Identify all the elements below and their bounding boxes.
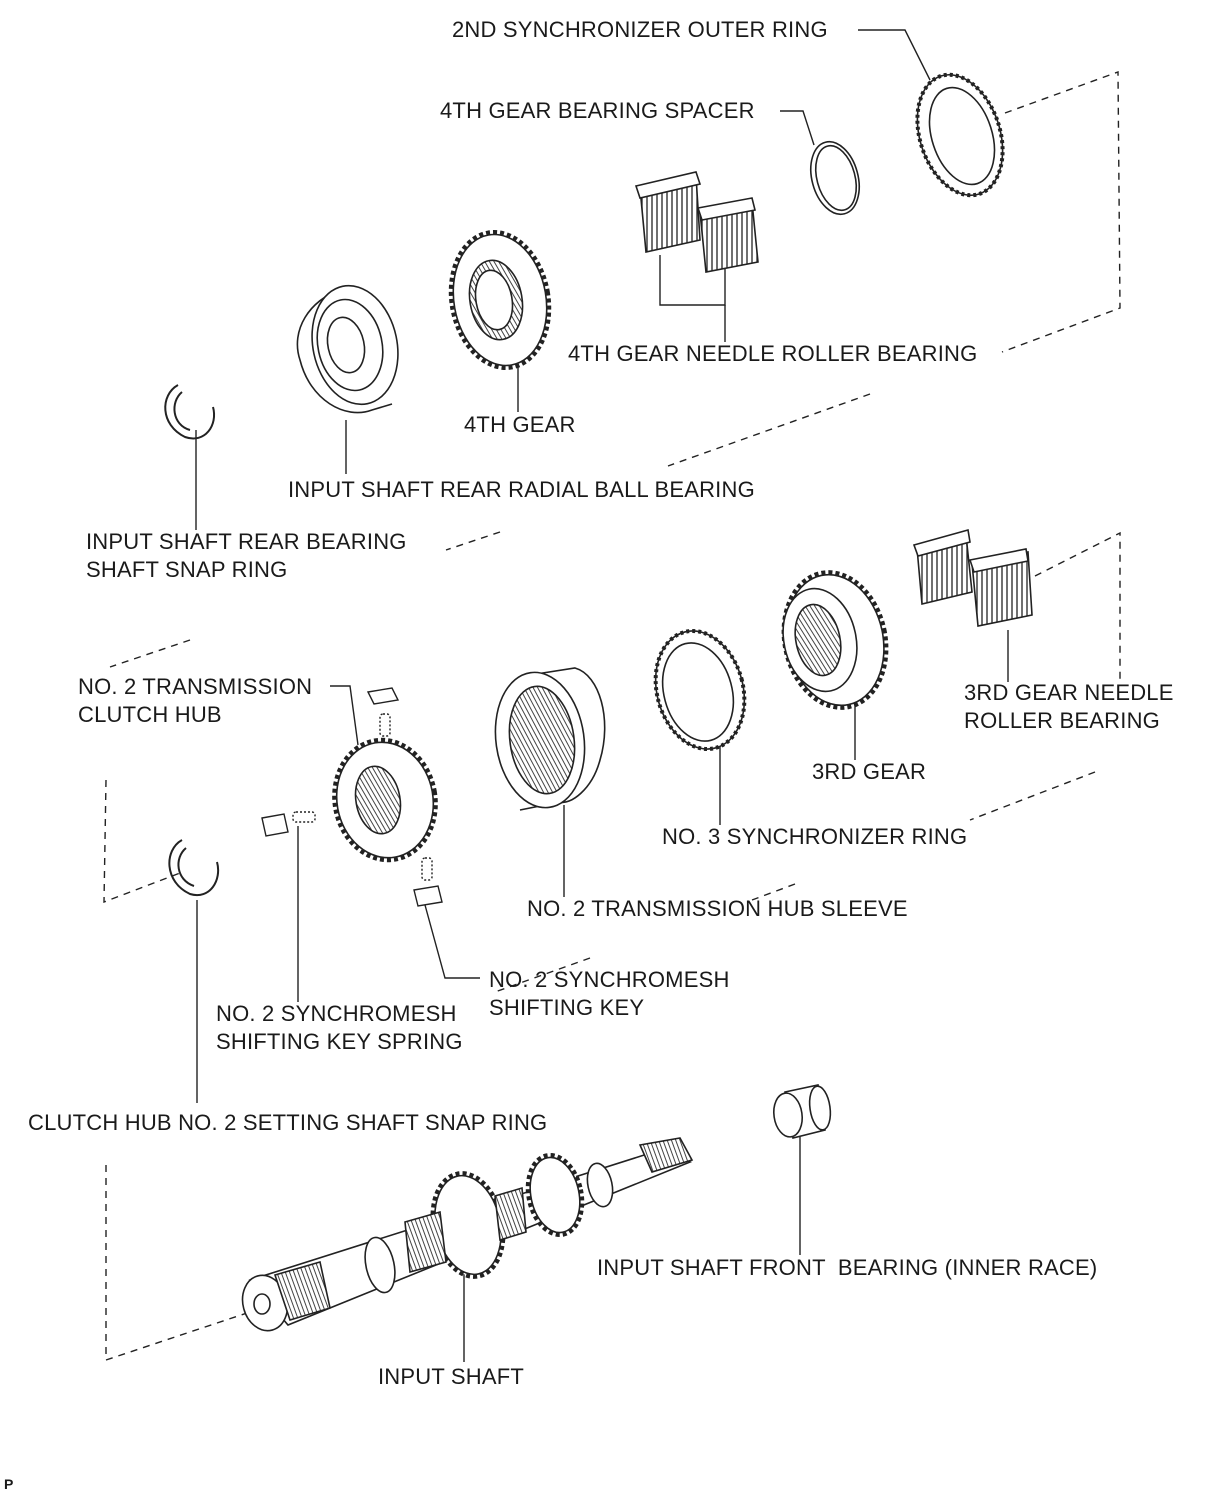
label-shifting-key-line2: SHIFTING KEY bbox=[489, 995, 645, 1020]
label-rear-bearing-snap-ring-line1: INPUT SHAFT REAR BEARING bbox=[86, 529, 407, 554]
label-key-spring-line1: NO. 2 SYNCHROMESH bbox=[216, 1001, 457, 1026]
no2-synchromesh-shifting-key-springs bbox=[292, 713, 433, 881]
third-gear-needle-roller-bearing bbox=[912, 528, 1033, 627]
input-shaft-rear-radial-ball-bearing bbox=[296, 284, 399, 414]
fourth-gear-needle-roller-bearing bbox=[634, 171, 759, 273]
rear-bearing-snap-ring bbox=[164, 384, 216, 440]
label-4th-gear-needle-roller-bearing: 4TH GEAR NEEDLE ROLLER BEARING bbox=[568, 341, 978, 366]
no2-synchromesh-shifting-keys bbox=[261, 687, 443, 907]
label-front-bearing-inner-race: INPUT SHAFT FRONT BEARING (INNER RACE) bbox=[597, 1255, 1098, 1280]
label-clutch-hub-line1: NO. 2 TRANSMISSION bbox=[78, 674, 313, 699]
label-clutch-hub-line2: CLUTCH HUB bbox=[78, 702, 222, 727]
label-rear-bearing-snap-ring-line2: SHAFT SNAP RING bbox=[86, 557, 288, 582]
leader-lines bbox=[195, 29, 1009, 1362]
label-3rd-gear-needle-line1: 3RD GEAR NEEDLE bbox=[964, 680, 1174, 705]
no2-transmission-clutch-hub bbox=[332, 737, 438, 863]
no2-transmission-hub-sleeve bbox=[494, 667, 606, 811]
second-sync-outer-ring bbox=[915, 72, 1005, 198]
third-gear bbox=[781, 570, 889, 710]
label-shifting-key-line1: NO. 2 SYNCHROMESH bbox=[489, 967, 730, 992]
footer-mark: P bbox=[4, 1476, 14, 1492]
label-input-shaft-rear-radial-ball-bearing: INPUT SHAFT REAR RADIAL BALL BEARING bbox=[288, 477, 755, 502]
clutch-hub-setting-snap-ring bbox=[168, 839, 220, 897]
label-input-shaft: INPUT SHAFT bbox=[378, 1364, 525, 1389]
input-shaft bbox=[241, 1137, 694, 1332]
assembly-axis-lines bbox=[103, 71, 1121, 1361]
input-shaft-front-bearing-inner-race bbox=[773, 1084, 832, 1139]
label-4th-gear-bearing-spacer: 4TH GEAR BEARING SPACER bbox=[440, 98, 755, 123]
label-no2-transmission-hub-sleeve: NO. 2 TRANSMISSION HUB SLEEVE bbox=[527, 896, 908, 921]
fourth-gear bbox=[448, 230, 552, 370]
label-key-spring-line2: SHIFTING KEY SPRING bbox=[216, 1029, 463, 1054]
fourth-gear-bearing-spacer bbox=[810, 140, 860, 216]
no3-synchronizer-ring bbox=[653, 628, 747, 752]
label-4th-gear: 4TH GEAR bbox=[464, 412, 576, 437]
label-no3-synchronizer-ring: NO. 3 SYNCHRONIZER RING bbox=[662, 824, 968, 849]
label-3rd-gear: 3RD GEAR bbox=[812, 759, 927, 784]
label-clutch-hub-setting-snap-ring: CLUTCH HUB NO. 2 SETTING SHAFT SNAP RING bbox=[28, 1110, 548, 1135]
label-3rd-gear-needle-line2: ROLLER BEARING bbox=[964, 708, 1160, 733]
label-2nd-synchronizer-outer-ring: 2ND SYNCHRONIZER OUTER RING bbox=[452, 17, 828, 42]
